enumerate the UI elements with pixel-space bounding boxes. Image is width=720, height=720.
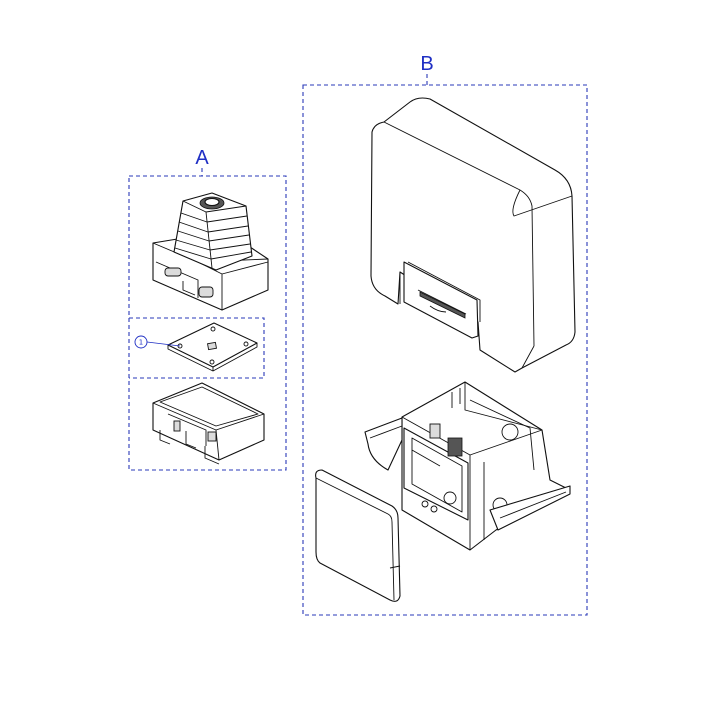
housing-cover-part — [370, 97, 576, 373]
group-b-label: B — [420, 53, 433, 75]
group-a: A — [128, 147, 287, 471]
group-a-frame — [128, 175, 287, 471]
gland-boot-part — [152, 192, 269, 311]
group-a-label: A — [195, 147, 209, 169]
circuit-board-part — [167, 322, 258, 372]
callout-1: 1 — [134, 335, 181, 349]
group-a-subframe — [129, 317, 265, 379]
group-b-frame — [302, 84, 588, 616]
callout-1-label: 1 — [139, 339, 143, 347]
side-door-panel-part — [315, 469, 401, 602]
base-frame-part — [364, 381, 571, 551]
group-b: B — [302, 53, 588, 616]
tray-box-part — [152, 382, 265, 465]
